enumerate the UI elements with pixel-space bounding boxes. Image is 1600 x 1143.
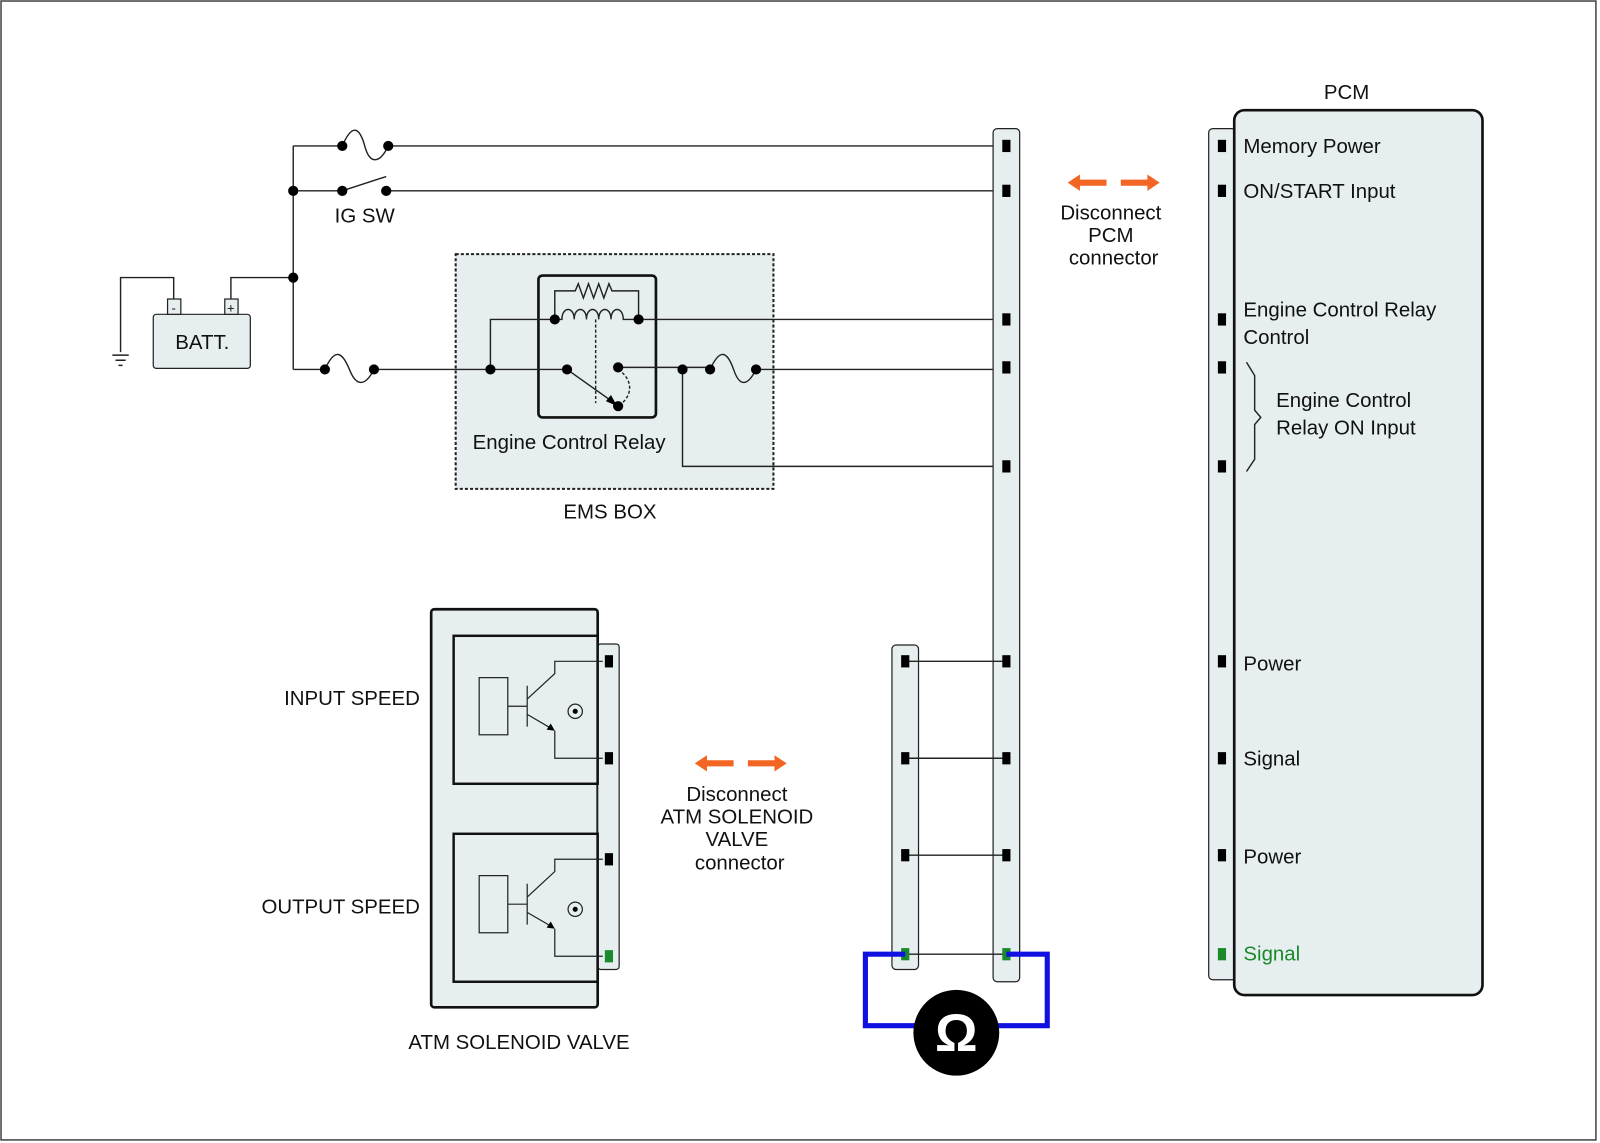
sensor-icon <box>567 901 583 918</box>
svg-text:-: - <box>171 300 175 315</box>
pcm-harness-connector <box>992 127 1021 983</box>
ohmmeter-icon <box>913 989 1000 1076</box>
connector-pin <box>1217 849 1227 862</box>
ig-switch <box>342 175 387 192</box>
pcm-title: PCM <box>1324 82 1369 104</box>
connector-pin <box>901 849 910 862</box>
speed-sensor <box>452 634 614 785</box>
connector-pin <box>1002 361 1011 374</box>
engine-control-relay <box>537 274 658 419</box>
ems-box <box>454 253 775 490</box>
ig-switch-label: IG SW <box>335 205 396 227</box>
sensor-label: OUTPUT SPEED <box>261 896 419 918</box>
pcm-pin-label: Engine Control Relay <box>1243 299 1437 321</box>
pcm-disconnect-arrows-icon <box>1067 174 1160 191</box>
connector-pin <box>1002 655 1011 668</box>
pcm-pin-label: Signal <box>1243 748 1300 770</box>
pcm-pin-label: ON/START Input <box>1243 181 1395 203</box>
connector-pin <box>604 752 614 765</box>
connector-pin <box>1002 460 1011 473</box>
pcm-pin-label: Relay ON Input <box>1276 418 1416 440</box>
pcm-pin-label: Signal <box>1243 943 1300 965</box>
fuse-relay <box>709 353 757 384</box>
engine-control-relay-label: Engine Control Relay <box>473 432 667 454</box>
brace <box>1245 361 1262 472</box>
connector-pin <box>604 950 614 963</box>
sensor-label: INPUT SPEED <box>284 688 420 710</box>
pcm-pin-label: Engine Control <box>1276 390 1411 412</box>
atm-solenoid-valve <box>429 607 600 1009</box>
connector-pin <box>1002 313 1011 326</box>
connector-pin <box>1217 361 1227 374</box>
pcm-box <box>1232 108 1484 997</box>
connector-pin <box>1217 655 1227 668</box>
connector-pin <box>1217 139 1227 153</box>
connector-pin <box>604 655 614 668</box>
atm-harness-connector <box>891 644 920 971</box>
battery: - + BATT. <box>152 298 251 370</box>
ems-box-label: EMS BOX <box>563 501 656 523</box>
connector-pin <box>1002 752 1011 765</box>
pcm-pin-label: Memory Power <box>1243 136 1380 158</box>
fuse-memory <box>341 129 389 161</box>
connector-pin <box>1217 184 1227 197</box>
atm-label: ATM SOLENOID VALVE <box>408 1032 629 1054</box>
atm-disconnect-arrows-icon <box>694 755 787 772</box>
connector-pin <box>1002 849 1011 862</box>
connector-pin <box>604 853 614 866</box>
connector-pin <box>1002 184 1011 197</box>
connector-pin <box>1217 460 1227 473</box>
connector-pin <box>1217 948 1227 961</box>
pcm-pin-label: Control <box>1243 327 1309 349</box>
connector-pin <box>901 655 910 668</box>
speed-sensor <box>452 832 614 983</box>
connector-pin <box>1002 139 1011 153</box>
pcm-pin-label: Power <box>1243 654 1301 676</box>
battery-label: BATT. <box>175 332 229 354</box>
pcm-disconnect-label: Disconnect PCM connector <box>1060 202 1167 269</box>
relay-resistor <box>554 281 640 320</box>
sensor-icon <box>567 703 583 720</box>
pcm-pin-label: Power <box>1243 846 1301 868</box>
connector-pin <box>1217 752 1227 765</box>
relay-coil <box>554 308 639 321</box>
connector-pin <box>1217 313 1227 326</box>
connector-pin <box>901 752 910 765</box>
svg-text:+: + <box>227 300 235 315</box>
ohm-symbol: Ω <box>935 1004 978 1063</box>
fuse-main <box>324 353 375 384</box>
atm-disconnect-label: Disconnect ATM SOLENOID VALVE connector <box>660 784 818 874</box>
atm-connector <box>597 643 620 971</box>
